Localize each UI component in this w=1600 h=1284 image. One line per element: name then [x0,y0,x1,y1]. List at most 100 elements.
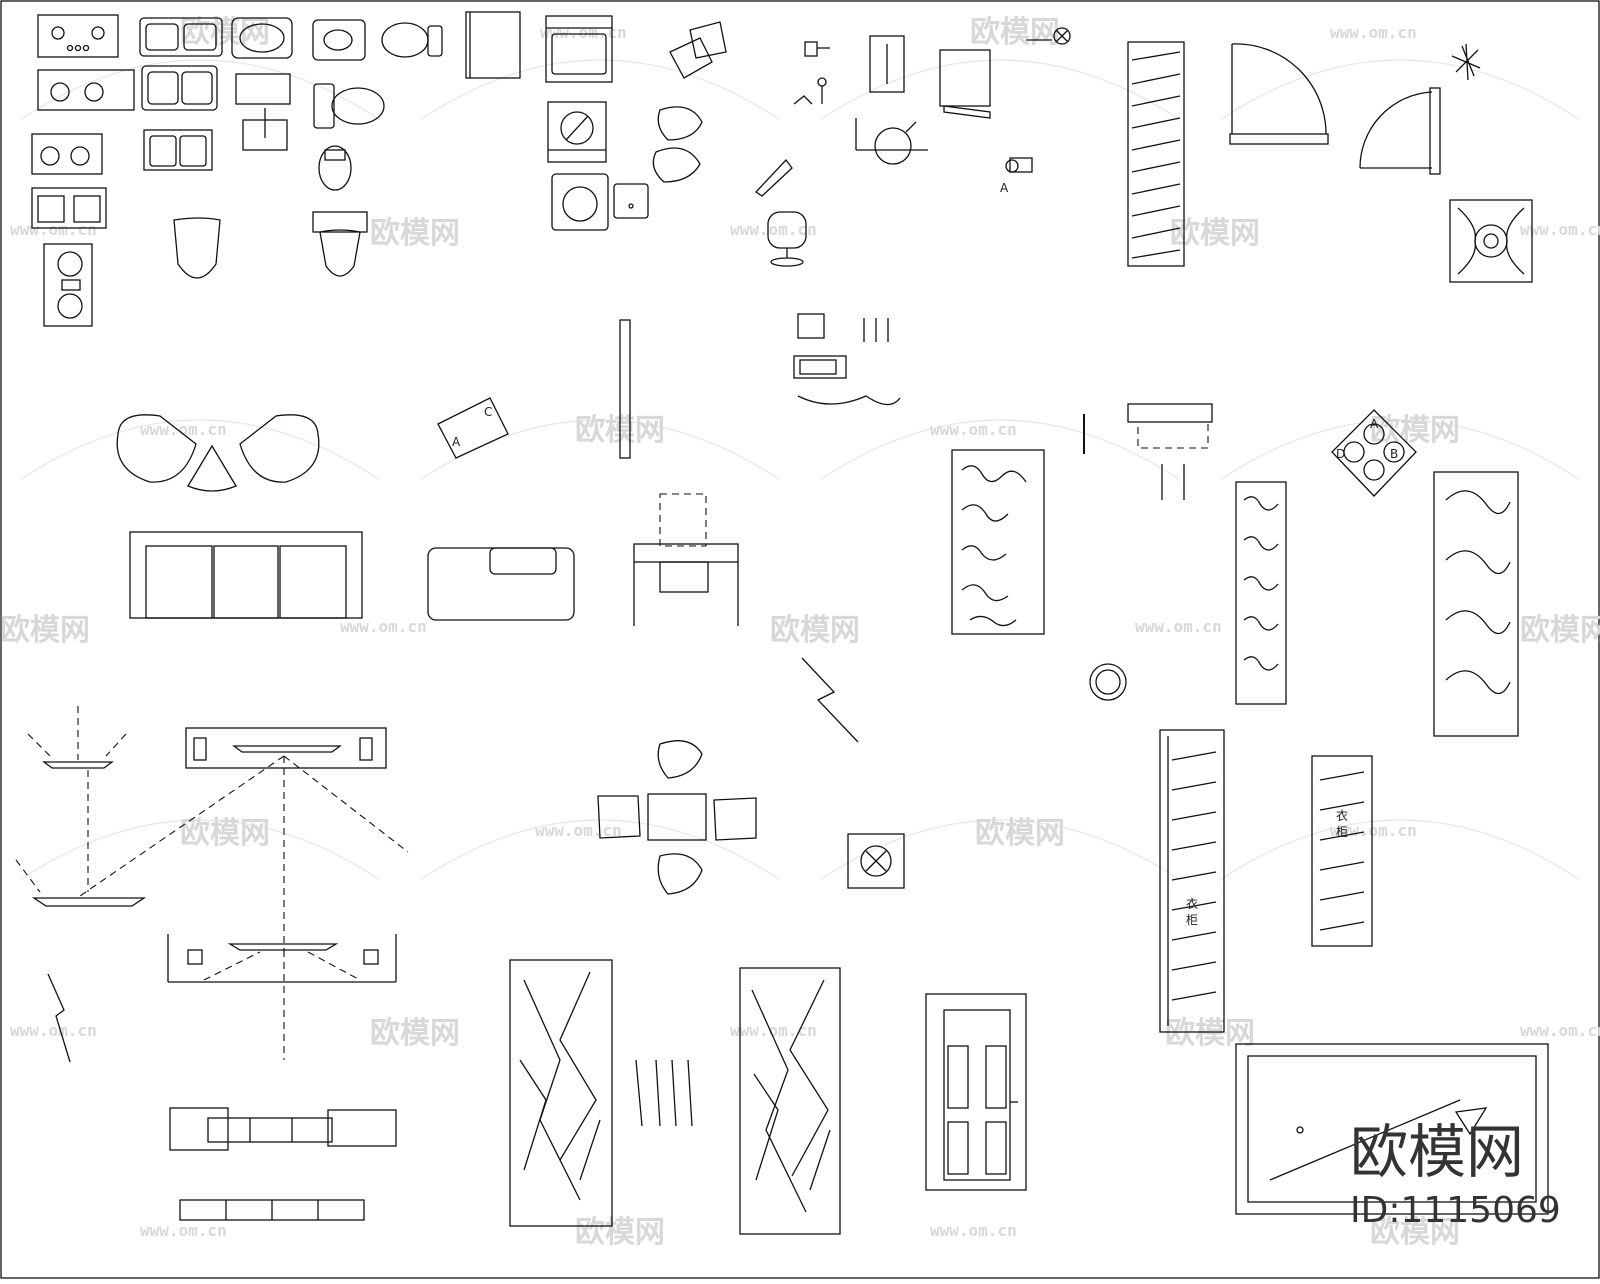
brand-id: ID:1115069 [1350,1190,1561,1231]
cutlery-block [863,318,889,342]
tap-symbol-block [1005,157,1033,173]
wardrobe-label-4: 柜 [1336,825,1348,839]
round-table-four-chairs-block [1331,409,1417,497]
squat-pan-block [318,145,352,191]
door-label-a: A [452,435,461,449]
watermark-url: www.om.cn [10,220,97,239]
washer-front-block [545,15,613,83]
watermark-url: www.om.cn [140,420,227,439]
watermark-url: www.om.cn [930,1221,1017,1240]
door-swing-2-block [1359,87,1441,175]
plant-block [1451,43,1481,81]
low-cabinet-block [179,1199,365,1221]
ceiling-section-block [167,934,397,1060]
panel-door-block [925,993,1027,1191]
watermark-url: www.om.cn [730,1021,817,1040]
curtain-track-block [1127,403,1213,500]
toilet-top-block [381,22,443,58]
watermark-url: www.om.cn [340,617,427,636]
tv-wall-elevation-block [79,727,409,960]
wardrobe-plan-2-block [1159,729,1225,1033]
wardrobe-plan-3-block [1311,755,1373,947]
watermark-brand: 欧模网 [0,613,90,648]
brand-watermark: 欧模网 ID:1115069 [1350,1118,1561,1231]
toilet-front-2-block [312,211,368,277]
round-table-sink-block [855,118,928,165]
carved-screen-2-block [1235,481,1287,705]
watermark-brand: 欧模网 [370,216,460,251]
basin-2-block [235,73,291,151]
wardrobe-label-2: 柜 [1186,913,1198,927]
watermark-url: www.om.cn [730,220,817,239]
branch-screen-2-block [739,967,841,1235]
gas-stove-block [37,14,119,58]
door-swing-1-block [1229,43,1329,145]
bath-fixture-block [793,41,830,105]
iron-block [755,158,793,197]
watermark-brand: 欧模网 [970,15,1060,50]
watermark-brand: 欧模网 [1170,216,1260,251]
lounge-chairs-block [116,414,320,492]
range-hood-block [43,243,93,327]
watermark-brand: 欧模网 [180,816,270,851]
wardrobe-label-3: 衣 [1336,808,1348,823]
squat-toilet-block [312,19,366,61]
gas-stove-3-block [31,133,103,175]
watermark-brand: 欧模网 [975,816,1065,851]
ceiling-light-1-block [27,706,127,769]
break-line-symbol-2 [47,973,71,1063]
watermark-url: www.om.cn [140,1221,227,1240]
wash-basin-block [231,17,293,59]
double-sink-block [139,17,223,57]
watermark-url: www.om.cn [1330,821,1417,840]
chaise-lounge-block [427,547,575,621]
brand-name: 欧模网 [1350,1118,1524,1186]
pendant-light-block [15,770,147,907]
toilet-front-block [173,217,221,279]
dining-table-four-cushions-block [597,740,757,895]
carved-screen-1-block [951,449,1045,635]
break-line-symbol [801,657,859,743]
watermark-url: www.om.cn [10,1021,97,1040]
toilet-side-block [313,83,385,129]
watermark-brand: 欧模网 [180,15,270,50]
watermark-url: www.om.cn [1135,617,1222,636]
door-label-c: C [484,405,492,419]
washer-2-block [551,173,649,231]
watermark-url: www.om.cn [1520,220,1600,239]
carved-screen-3-block [1433,471,1519,737]
watermark-url: www.om.cn [930,420,1017,439]
hangers-block [635,1059,693,1127]
wardrobe-plan-1-block [1127,41,1185,267]
door-symbol-block [437,397,509,459]
watermark-url: www.om.cn [1520,1021,1600,1040]
wardrobe-label-1: 衣 [1186,896,1198,911]
curtain-rod-block [619,319,631,459]
front-load-washer-block [547,101,607,163]
watermark-brand: 欧模网 [370,1016,460,1051]
vanity-chair-block [633,493,739,626]
gas-stove-2-block [37,69,135,111]
floor-tile-pattern-block [1449,199,1533,283]
circle-label-b: B [1390,447,1398,461]
watermark-brand: 欧模网 [1520,613,1600,648]
watermark-brand: 欧模网 [1165,1016,1255,1051]
circle-label-d: D [1336,447,1345,461]
circle-label-a: A [1370,417,1379,431]
gas-stove-4-block [31,187,107,229]
watermark-arcs [19,59,1581,881]
office-chair-block [767,211,807,267]
tv-set-block [793,313,901,406]
cushion-cluster-block [652,21,727,183]
branch-screen-1-block [509,959,613,1227]
tv-cabinet-elevation-block [169,1107,397,1151]
floor-drain-block [847,833,905,889]
three-seat-sofa-block [129,531,363,619]
sign-label-a: A [1000,181,1009,195]
sink-3-block [143,129,213,171]
ring-symbol-block [1089,663,1127,701]
watermark-brand: 欧模网 [1370,1215,1460,1250]
